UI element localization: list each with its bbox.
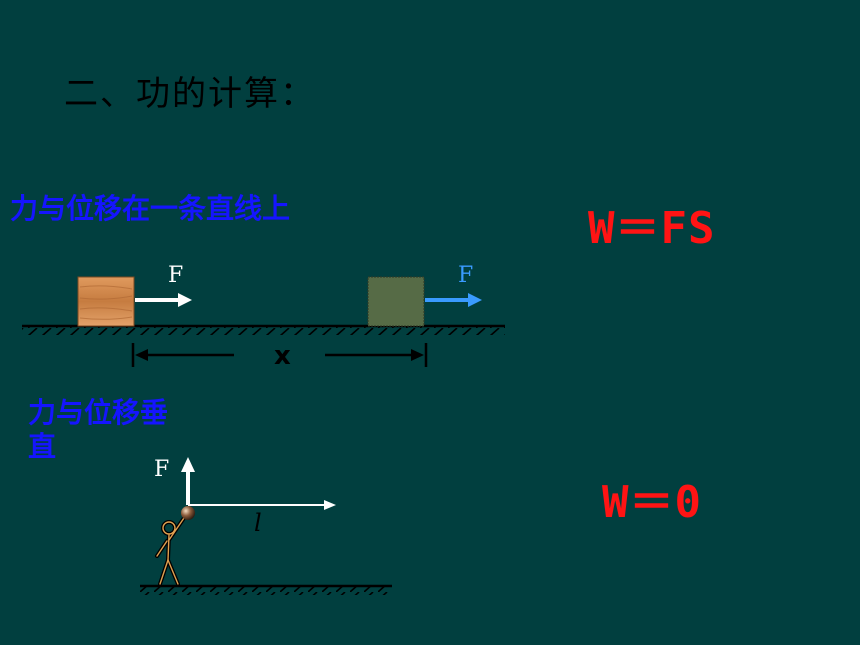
case1-formula: W＝FS [588,203,716,254]
case1-ground [22,324,505,335]
displacement-arrow-horizontal [188,500,336,510]
force-label-left: F [168,263,183,288]
case2-formula: W＝0 [602,477,702,528]
case2-force-label: F [154,457,169,482]
shaded-block-icon [367,276,425,327]
displacement-label: x [274,341,291,371]
case2-displacement-label: l [254,509,262,537]
displacement-indicator [131,343,428,367]
wood-block-icon [77,276,135,327]
case2-ground [140,584,392,595]
ball-icon [181,506,195,520]
force-label-right: F [458,263,473,288]
case2-label-line2: 直 [28,430,57,463]
force-arrow-left [135,293,192,307]
force-arrow-up [181,457,195,505]
force-arrow-right [425,293,482,307]
slide-title: 二、功的计算： [64,74,316,114]
case1-label: 力与位移在一条直线上 [10,192,291,225]
stick-figure-holding-ball-icon [155,516,186,586]
case2-label-line1: 力与位移垂 [28,396,169,429]
